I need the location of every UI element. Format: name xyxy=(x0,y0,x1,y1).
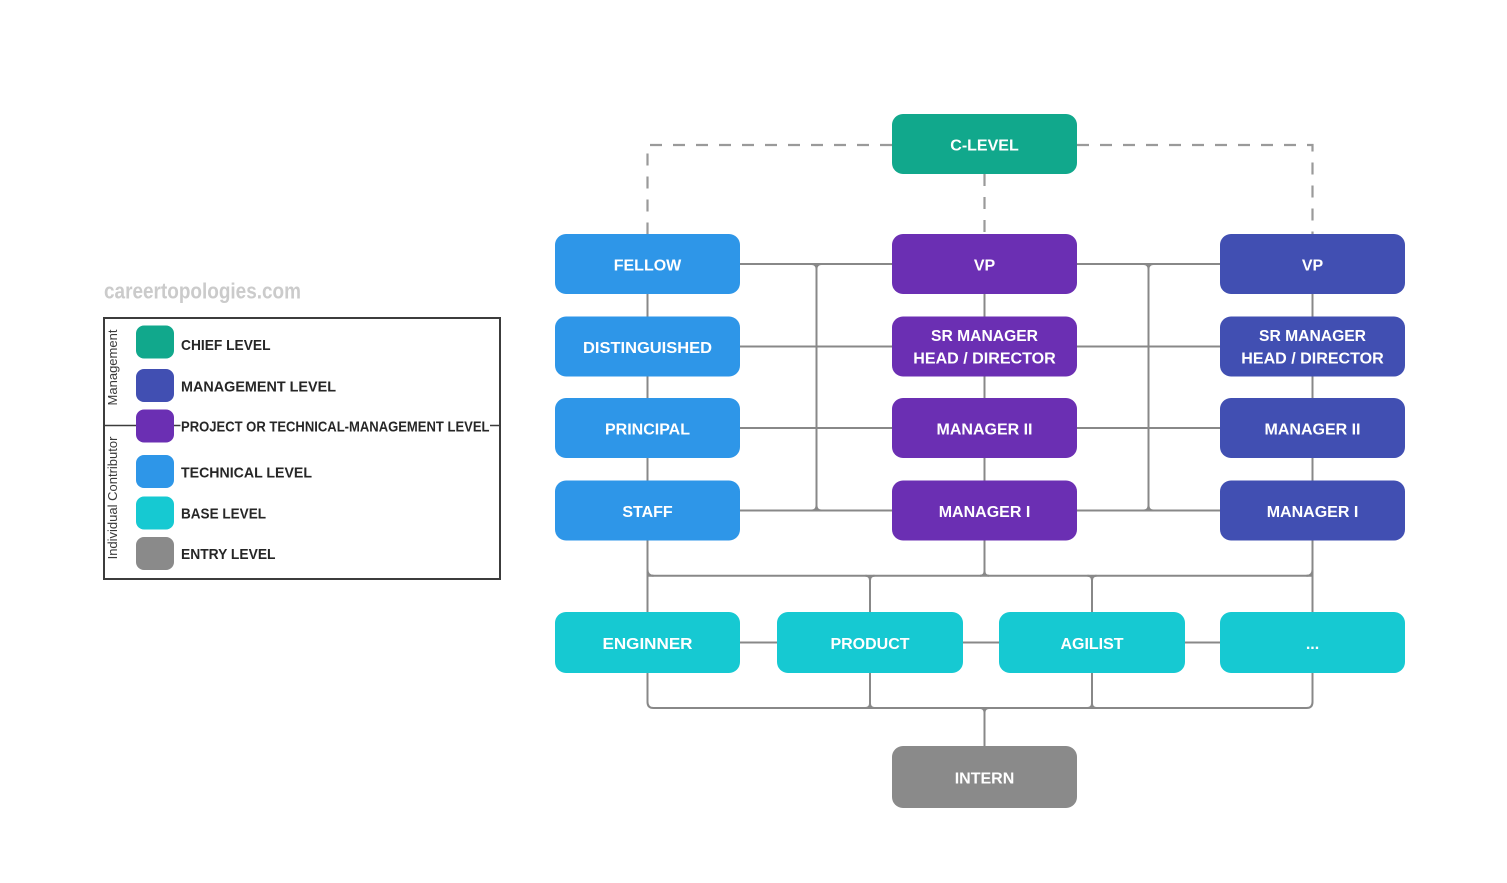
svg-text:Individual Contributor: Individual Contributor xyxy=(105,436,120,560)
svg-text:SR MANAGER: SR MANAGER xyxy=(931,328,1038,345)
svg-text:PRINCIPAL: PRINCIPAL xyxy=(605,422,690,439)
svg-text:CHIEF LEVEL: CHIEF LEVEL xyxy=(181,337,271,354)
svg-text:PROJECT OR TECHNICAL-MANAGEMEN: PROJECT OR TECHNICAL-MANAGEMENT LEVEL xyxy=(181,419,490,436)
svg-text:VP: VP xyxy=(1302,258,1324,275)
svg-text:C-LEVEL: C-LEVEL xyxy=(950,138,1019,155)
svg-text:ENGINNER: ENGINNER xyxy=(603,636,693,653)
svg-text:MANAGER II: MANAGER II xyxy=(1265,422,1361,439)
svg-text:BASE LEVEL: BASE LEVEL xyxy=(181,506,266,523)
svg-text:MANAGER I: MANAGER I xyxy=(1267,504,1359,521)
svg-text:INTERN: INTERN xyxy=(955,771,1015,788)
svg-text:careertopologies.com: careertopologies.com xyxy=(104,279,301,304)
svg-text:MANAGER II: MANAGER II xyxy=(937,422,1033,439)
svg-text:FELLOW: FELLOW xyxy=(614,258,682,275)
svg-text:MANAGER I: MANAGER I xyxy=(939,504,1031,521)
svg-text:HEAD / DIRECTOR: HEAD / DIRECTOR xyxy=(1241,351,1384,368)
svg-text:HEAD / DIRECTOR: HEAD / DIRECTOR xyxy=(913,351,1056,368)
svg-text:DISTINGUISHED: DISTINGUISHED xyxy=(583,340,712,357)
svg-text:...: ... xyxy=(1306,636,1319,653)
svg-text:VP: VP xyxy=(974,258,996,275)
svg-text:Management: Management xyxy=(105,329,120,405)
svg-text:ENTRY LEVEL: ENTRY LEVEL xyxy=(181,546,276,563)
svg-text:SR MANAGER: SR MANAGER xyxy=(1259,328,1366,345)
svg-text:TECHNICAL LEVEL: TECHNICAL LEVEL xyxy=(181,465,312,482)
svg-text:MANAGEMENT LEVEL: MANAGEMENT LEVEL xyxy=(181,379,336,396)
svg-text:AGILIST: AGILIST xyxy=(1060,636,1123,653)
svg-text:STAFF: STAFF xyxy=(622,504,673,521)
svg-text:PRODUCT: PRODUCT xyxy=(830,636,909,653)
